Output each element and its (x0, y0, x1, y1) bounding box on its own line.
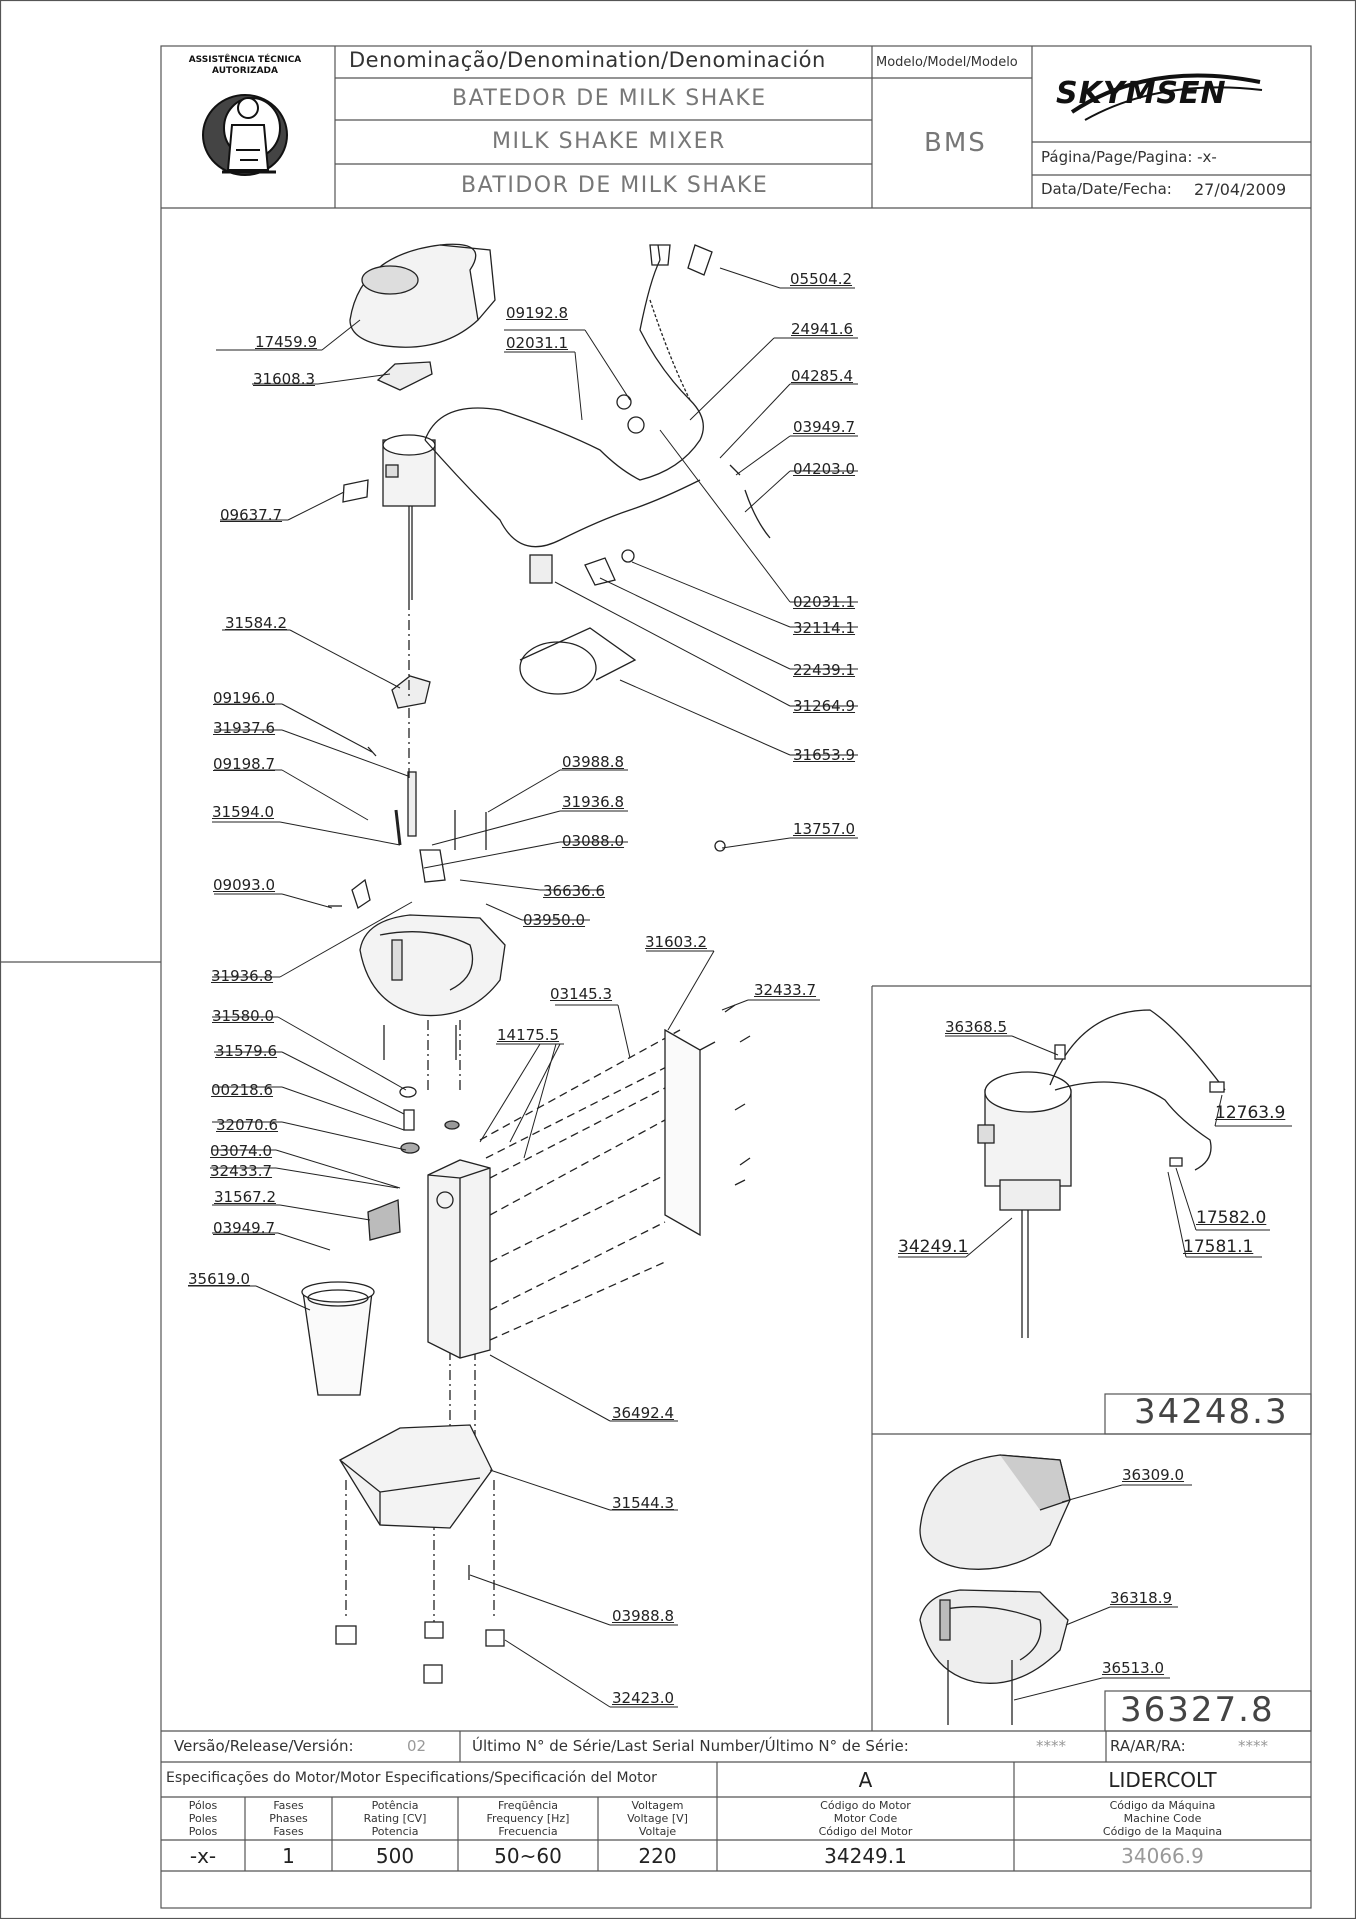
brand-name: SKYMSEN (1056, 76, 1227, 111)
part-label: 34249.1 (898, 1237, 969, 1257)
housing-detail-drawing (919, 1454, 1071, 1725)
part-label: 04285.4 (791, 367, 854, 385)
part-label: 12763.9 (1215, 1103, 1286, 1123)
part-label: 09093.0 (213, 876, 276, 894)
part-label: 36368.5 (945, 1018, 1008, 1036)
part-label: 17459.9 (255, 333, 318, 351)
part-label: 03949.7 (793, 418, 856, 436)
brand-logo-swoosh (1070, 73, 1263, 121)
machine-code-value: 34066.9 (1121, 1844, 1204, 1868)
part-label: 03988.8 (612, 1607, 675, 1625)
part-label: 32070.6 (216, 1116, 279, 1134)
serial-label: Último N° de Série/Last Serial Number/Úl… (472, 1737, 909, 1755)
part-label: 03145.3 (550, 985, 613, 1003)
part-label: 02031.1 (506, 334, 569, 352)
part-label: 24941.6 (791, 320, 854, 338)
part-label: 31594.0 (212, 803, 275, 821)
ra-label: RA/AR/RA: (1110, 1737, 1186, 1755)
part-label: 31603.2 (645, 933, 708, 951)
part-label: 00218.6 (211, 1081, 274, 1099)
authorized-service-seal (202, 94, 288, 176)
part-label: 36492.4 (612, 1404, 675, 1422)
part-label: 09198.7 (213, 755, 276, 773)
part-label: 31544.3 (612, 1494, 675, 1512)
part-label: 31653.9 (793, 746, 856, 764)
title-es: BATIDOR DE MILK SHAKE (461, 173, 769, 198)
part-label: 36513.0 (1102, 1659, 1165, 1677)
part-label: 09192.8 (506, 304, 569, 322)
part-label: 02031.1 (793, 593, 856, 611)
part-label: 09196.0 (213, 689, 276, 707)
part-label: 31579.6 (215, 1042, 278, 1060)
part-label: 36636.6 (543, 882, 606, 900)
part-label: 14175.5 (497, 1026, 560, 1044)
ra-value: **** (1238, 1737, 1268, 1755)
motor-letter: A (858, 1768, 873, 1792)
page-label: Página/Page/Pagina: -x- (1041, 148, 1217, 166)
part-label: 36318.9 (1110, 1589, 1173, 1607)
motor-spec-label: Especificações do Motor/Motor Especifica… (166, 1770, 657, 1786)
part-label: 32114.1 (793, 619, 856, 637)
part-label: 17581.1 (1183, 1237, 1254, 1257)
model-code: BMS (924, 128, 987, 158)
part-label: 32433.7 (210, 1162, 273, 1180)
part-label: 31264.9 (793, 697, 856, 715)
date-value: 27/04/2009 (1194, 180, 1287, 199)
version-value: 02 (407, 1737, 427, 1755)
serial-value: **** (1036, 1737, 1066, 1755)
denomination-label: Denominação/Denomination/Denominación (349, 48, 826, 72)
phases-value: 1 (282, 1844, 295, 1868)
version-label: Versão/Release/Versión: (174, 1737, 354, 1755)
model-label: Modelo/Model/Modelo (876, 55, 1018, 70)
title-en: MILK SHAKE MIXER (492, 129, 726, 154)
exploded-view (301, 243, 771, 1684)
part-label: 05504.2 (790, 270, 853, 288)
title-pt: BATEDOR DE MILK SHAKE (452, 86, 767, 111)
part-label: 03988.8 (562, 753, 625, 771)
part-label: 03949.7 (213, 1219, 276, 1237)
part-label: 13757.0 (793, 820, 856, 838)
frequency-value: 50~60 (494, 1844, 562, 1868)
part-label: 31584.2 (225, 614, 288, 632)
power-value: 500 (375, 1844, 415, 1868)
part-label: 03074.0 (210, 1142, 273, 1160)
motor-manufacturer: LIDERCOLT (1108, 1768, 1217, 1792)
part-label: 31567.2 (214, 1188, 277, 1206)
poles-value: -x- (189, 1844, 217, 1868)
part-label: 17582.0 (1196, 1208, 1267, 1228)
seal-text: ASSISTÊNCIA TÉCNICA AUTORIZADA (188, 55, 302, 76)
part-label: 32433.7 (754, 981, 817, 999)
part-label: 31608.3 (253, 370, 316, 388)
date-label: Data/Date/Fecha: (1041, 180, 1172, 198)
part-label: 32423.0 (612, 1689, 675, 1707)
part-label: 03088.0 (562, 832, 625, 850)
part-label: 36309.0 (1122, 1466, 1185, 1484)
part-label: 09637.7 (220, 506, 283, 524)
part-label: 22439.1 (793, 661, 856, 679)
part-label: 31580.0 (212, 1007, 275, 1025)
voltage-value: 220 (638, 1844, 677, 1868)
part-label: 35619.0 (188, 1270, 251, 1288)
motor-detail-drawing (977, 1009, 1226, 1338)
motor-code-value: 34249.1 (824, 1844, 907, 1868)
part-label: 04203.0 (793, 460, 856, 478)
part-label: 31936.8 (211, 967, 274, 985)
part-label: 31937.6 (213, 719, 276, 737)
part-label: 31936.8 (562, 793, 625, 811)
housing-assembly-code: 36327.8 (1120, 1690, 1275, 1730)
part-label: 03950.0 (523, 911, 586, 929)
motor-assembly-code: 34248.3 (1134, 1392, 1289, 1432)
